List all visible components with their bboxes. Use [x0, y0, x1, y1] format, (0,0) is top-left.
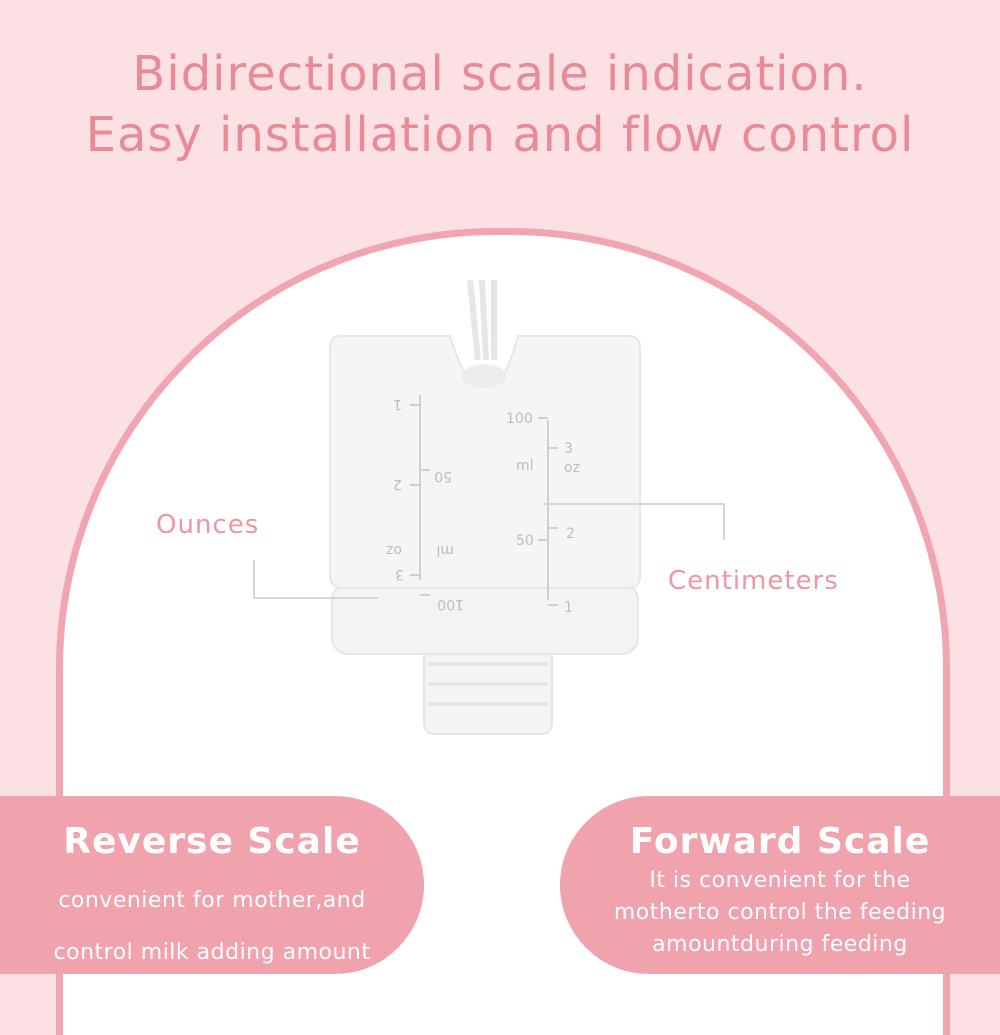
ounces-leader-line	[253, 560, 378, 599]
forward-scale-line-1: It is convenient for the	[649, 868, 911, 893]
left-oz-label-2: 2	[393, 476, 402, 492]
right-oz-label-2: 2	[566, 526, 575, 542]
left-oz-label-1: 1	[393, 396, 402, 412]
headline-line-1: Bidirectional scale indication.	[132, 46, 868, 102]
bottle-lower-body	[331, 583, 639, 655]
reverse-scale-line-2: control milk adding amount	[53, 940, 371, 965]
headline-line-2: Easy installation and flow control	[85, 107, 915, 163]
bottle-neck	[423, 639, 553, 735]
left-ml-label-100: 100	[437, 596, 464, 612]
left-ml-label-50: 50	[434, 468, 452, 484]
bottle-illustration: 1 2 oz 3 50 ml 100 100 ml 50 3 oz 2 1	[253, 279, 725, 735]
right-ml-label-100: 100	[506, 411, 533, 427]
reverse-scale-title: Reverse Scale	[63, 821, 361, 862]
right-oz-unit: oz	[564, 460, 580, 476]
right-ml-unit: ml	[516, 458, 534, 474]
centimeters-leader-line	[544, 503, 725, 540]
left-ml-unit: ml	[436, 542, 454, 558]
reverse-scale-line-1: convenient for mother,and	[58, 888, 366, 913]
forward-scale-line-3: amountduring feeding	[652, 932, 908, 957]
right-ml-label-50: 50	[516, 533, 534, 549]
centimeters-label: Centimeters	[668, 566, 839, 596]
ounces-label: Ounces	[156, 510, 260, 540]
forward-scale-card: Forward Scale It is convenient for the m…	[560, 796, 1000, 974]
strap-loop	[467, 279, 497, 361]
reverse-scale-card: Reverse Scale convenient for mother,and …	[0, 796, 424, 974]
left-scale-ticks	[410, 395, 430, 596]
left-oz-label-3: 3	[395, 566, 404, 582]
right-oz-label-1: 1	[564, 600, 573, 616]
forward-scale-title: Forward Scale	[629, 821, 931, 862]
forward-scale-line-2: motherto control the feeding	[613, 900, 947, 925]
right-scale-ticks	[538, 417, 558, 606]
right-oz-label-3: 3	[564, 441, 573, 457]
left-oz-unit: oz	[386, 542, 402, 558]
